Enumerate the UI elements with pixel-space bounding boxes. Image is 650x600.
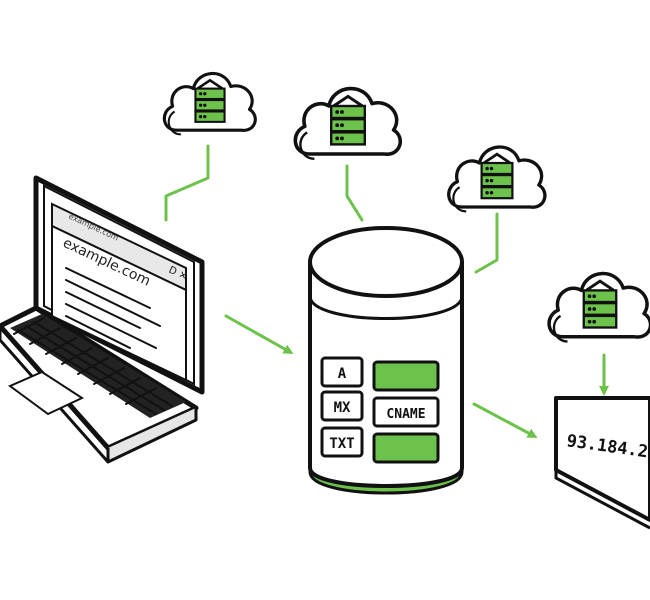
record-type-label: MX — [334, 400, 351, 416]
record-type-label: TXT — [329, 436, 354, 452]
connector-cloud3-database — [474, 212, 499, 274]
cloud-server-icon — [162, 71, 257, 137]
record-a: A — [320, 356, 364, 388]
keyboard — [10, 314, 186, 418]
connector-cloud2-database — [345, 164, 364, 222]
connector-cloud1-laptop — [164, 144, 210, 222]
record-cname: CNAME — [372, 396, 440, 428]
arrow-database-result — [472, 402, 538, 438]
arrow-laptop-database — [224, 314, 294, 354]
record-type-label: CNAME — [386, 407, 425, 422]
cloud-server-icon — [446, 145, 547, 214]
database-icon: A MX TXT CNAME — [308, 226, 464, 495]
record-type-label: A — [338, 366, 347, 382]
record-mx: MX — [320, 390, 364, 422]
cloud-server-icon — [547, 271, 650, 344]
touchpad — [8, 370, 85, 416]
record-value-bar — [372, 360, 440, 392]
ip-result-card: 93.184.216 — [554, 396, 650, 530]
laptop-icon: example.com example.com D ✕ — [0, 175, 205, 464]
record-value-bar — [372, 432, 440, 464]
record-txt: TXT — [320, 426, 364, 458]
cloud-server-icon — [293, 86, 403, 161]
connector-lines — [164, 144, 609, 438]
